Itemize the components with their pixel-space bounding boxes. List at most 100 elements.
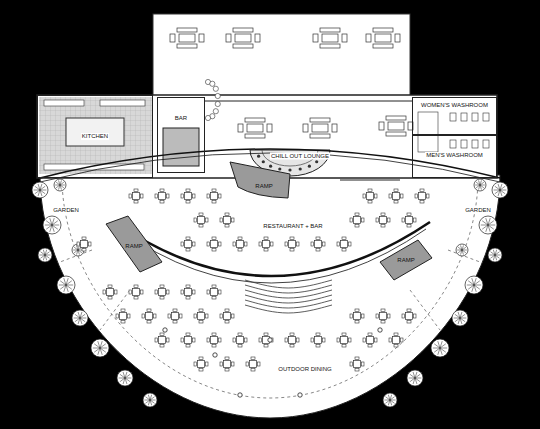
area-label: OUTDOOR DINING xyxy=(277,366,332,373)
dashed-ring xyxy=(62,180,478,398)
post xyxy=(163,328,167,332)
garden-tree xyxy=(488,248,502,262)
post xyxy=(298,393,302,397)
kitchen-floor xyxy=(39,97,152,174)
bar-stool xyxy=(213,86,218,91)
table-set xyxy=(168,309,182,323)
table-set xyxy=(155,285,169,299)
table-set xyxy=(155,189,169,203)
area-label: RESTAURANT + BAR xyxy=(262,223,323,230)
toilet xyxy=(461,113,467,121)
garden-tree xyxy=(143,393,157,407)
table-set xyxy=(311,333,325,347)
table-set xyxy=(415,189,429,203)
toilet xyxy=(450,113,456,121)
garden-tree xyxy=(38,248,52,262)
garden-tree xyxy=(72,310,88,326)
area-label: RAMP xyxy=(396,257,415,264)
room-box: KITCHEN xyxy=(37,95,153,178)
kitchen-counter xyxy=(44,100,84,106)
room-label: KITCHEN xyxy=(81,133,109,140)
toilet xyxy=(483,113,489,121)
table-set xyxy=(389,333,403,347)
table-set xyxy=(155,333,169,347)
railing xyxy=(340,180,400,181)
table-set xyxy=(259,333,273,347)
table-set xyxy=(285,237,299,251)
seat xyxy=(257,155,260,158)
toilet xyxy=(472,140,478,148)
post xyxy=(268,338,272,342)
bar-stool xyxy=(215,101,220,106)
table-set xyxy=(116,309,130,323)
ramp-shape xyxy=(380,240,432,280)
garden-tree xyxy=(452,310,468,326)
garden-tree xyxy=(407,370,423,386)
garden-tree xyxy=(492,182,508,198)
table-set xyxy=(233,237,247,251)
stair-step xyxy=(245,285,332,293)
table-set xyxy=(350,357,364,371)
stair-step xyxy=(245,300,332,308)
post xyxy=(238,393,242,397)
bar-stool xyxy=(210,81,215,86)
lounge-sofa-set xyxy=(238,118,272,138)
table-set xyxy=(402,309,416,323)
table-set xyxy=(194,213,208,227)
room-box: WOMEN'S WASHROOM xyxy=(412,97,497,135)
building-band xyxy=(37,95,497,178)
table-set xyxy=(311,237,325,251)
seat xyxy=(278,167,281,170)
table-set xyxy=(350,213,364,227)
table-set xyxy=(285,333,299,347)
table-set xyxy=(129,285,143,299)
room-label: MEN'S WASHROOM xyxy=(425,152,484,159)
table-set xyxy=(77,237,91,251)
bar-stool xyxy=(215,93,220,98)
terrace-edge xyxy=(119,229,426,283)
garden-tree xyxy=(456,244,468,256)
ramp-shape xyxy=(230,162,290,198)
table-set xyxy=(233,333,247,347)
stair-step xyxy=(245,280,332,288)
table-set xyxy=(103,285,117,299)
dashed-radials xyxy=(60,250,480,330)
garden-tree xyxy=(117,370,133,386)
area-label: CHILL OUT LOUNGE xyxy=(270,153,330,160)
table-set xyxy=(194,309,208,323)
table-set xyxy=(181,333,195,347)
room-box: BAR xyxy=(157,97,205,173)
seat xyxy=(262,160,265,163)
garden-tree xyxy=(91,339,109,357)
table-set xyxy=(207,285,221,299)
bar-stool xyxy=(213,109,218,114)
table-set xyxy=(129,189,143,203)
lounge-sofa-set xyxy=(366,28,400,48)
table-set xyxy=(337,333,351,347)
post xyxy=(378,328,382,332)
table-set xyxy=(181,285,195,299)
garden-tree xyxy=(465,276,483,294)
lounge-sofa-set xyxy=(303,118,337,138)
table-set xyxy=(363,189,377,203)
bar-counter xyxy=(163,128,199,166)
toilet xyxy=(450,140,456,148)
table-set xyxy=(220,309,234,323)
seat xyxy=(308,165,311,168)
stair-step xyxy=(245,295,332,303)
garden-tree xyxy=(54,179,66,191)
table-set xyxy=(207,189,221,203)
garden-tree xyxy=(32,182,48,198)
area-label: GARDEN xyxy=(464,207,492,214)
table-set xyxy=(207,237,221,251)
floor-outline xyxy=(40,175,500,418)
lounge-terrace xyxy=(153,14,410,102)
area-label: RAMP xyxy=(254,183,273,190)
table-set xyxy=(363,333,377,347)
ramp-shape xyxy=(106,216,162,272)
seat xyxy=(315,160,318,163)
garden-tree xyxy=(57,276,75,294)
